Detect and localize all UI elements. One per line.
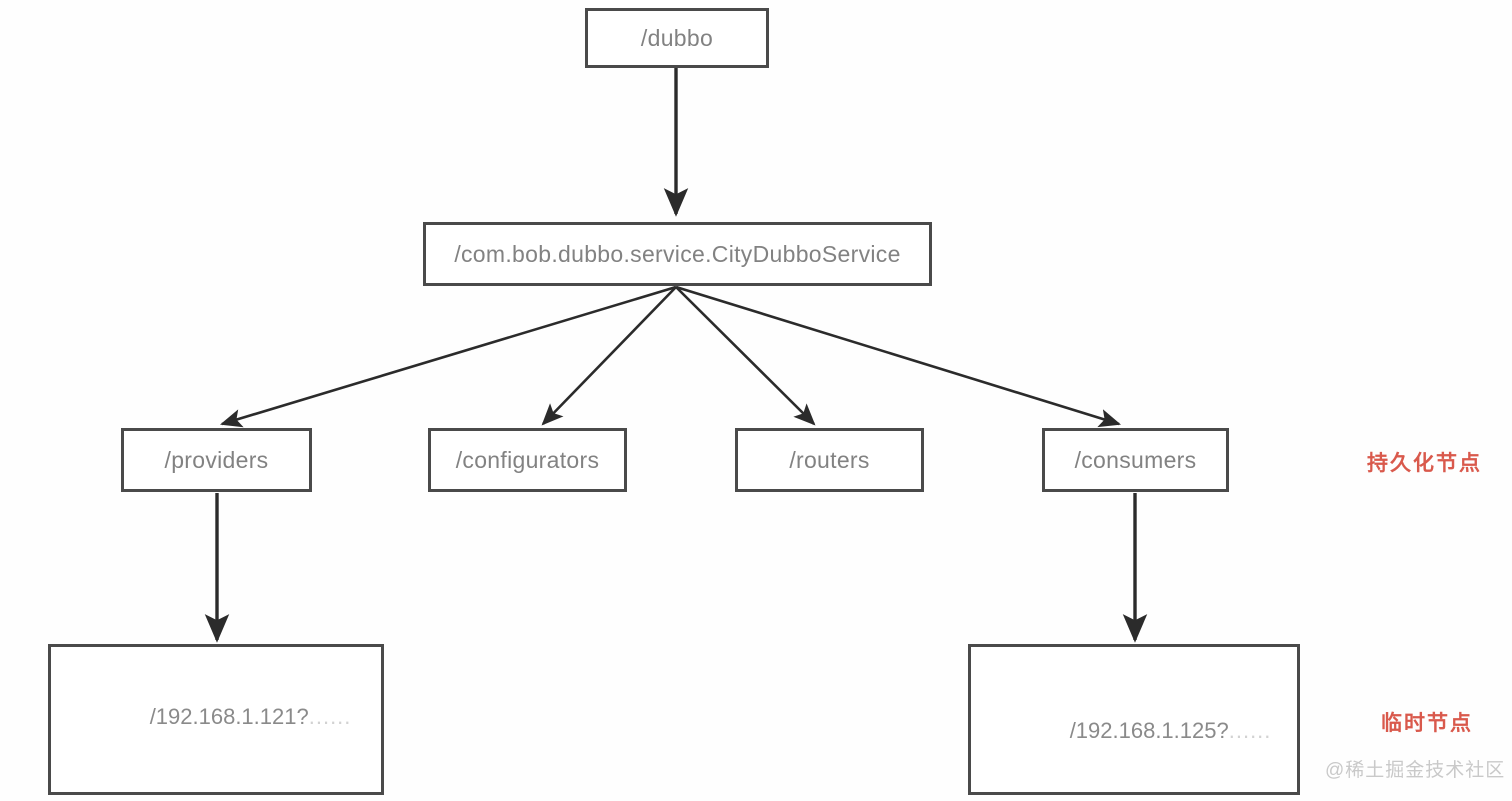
node-consumer-instances[interactable]: /192.168.1.125?...... /192.168.1.126?...… xyxy=(968,644,1300,795)
annotation-ephemeral-node: 临时节点 xyxy=(1381,712,1473,735)
consumer-instance-address: /192.168.1.125? xyxy=(1069,717,1229,743)
node-routers-label: /routers xyxy=(789,446,870,473)
node-service-label: /com.bob.dubbo.service.CityDubboService xyxy=(454,240,901,267)
edge-service-to-providers xyxy=(220,285,677,428)
watermark: @稀土掘金技术社区 xyxy=(1325,760,1506,781)
node-dubbo-root[interactable]: /dubbo xyxy=(585,8,769,68)
list-item: /192.168.1.121?...... xyxy=(113,669,351,765)
node-providers[interactable]: /providers xyxy=(121,428,312,492)
provider-instance-ellipsis: ...... xyxy=(309,800,352,801)
node-consumers[interactable]: /consumers xyxy=(1042,428,1229,492)
node-routers[interactable]: /routers xyxy=(735,428,924,492)
edge-service-to-routers xyxy=(675,286,816,426)
provider-instance-address: /192.168.1.122? xyxy=(150,800,309,801)
node-provider-instances[interactable]: /192.168.1.121?...... /192.168.1.122?...… xyxy=(48,644,384,801)
edge-service-to-consumers xyxy=(675,285,1121,428)
provider-instance-address: /192.168.1.121? xyxy=(149,703,309,729)
list-item: /192.168.1.126?...... xyxy=(1033,779,1271,801)
node-configurators[interactable]: /configurators xyxy=(428,428,627,492)
list-item: /192.168.1.122?...... xyxy=(113,765,351,801)
edge-service-to-configurators xyxy=(541,286,677,426)
node-configurators-label: /configurators xyxy=(455,446,600,473)
annotation-persistent-node: 持久化节点 xyxy=(1367,452,1482,475)
node-service[interactable]: /com.bob.dubbo.service.CityDubboService xyxy=(423,222,932,286)
node-providers-label: /providers xyxy=(164,446,269,473)
node-consumers-label: /consumers xyxy=(1074,446,1197,473)
node-dubbo-root-label: /dubbo xyxy=(640,24,714,51)
list-item: /192.168.1.125?...... xyxy=(1033,683,1271,779)
consumer-instance-ellipsis: ...... xyxy=(1228,717,1272,743)
provider-instance-ellipsis: ...... xyxy=(308,703,352,729)
